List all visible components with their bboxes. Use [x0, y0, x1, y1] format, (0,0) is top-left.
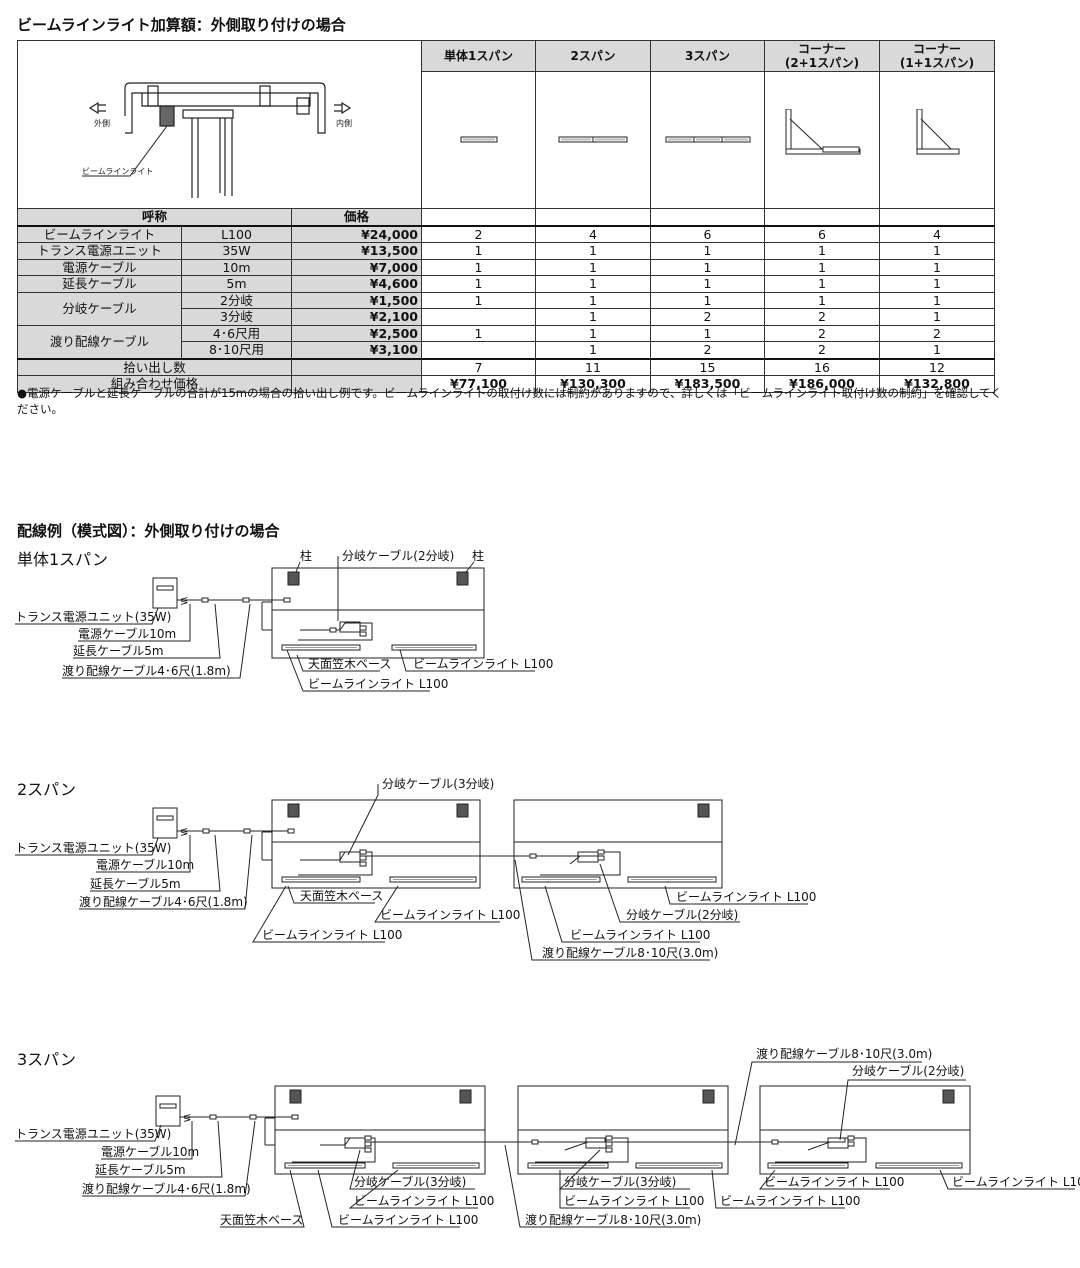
total-0: ¥77,100	[421, 375, 536, 393]
row-size-4: 2分岐	[181, 291, 292, 309]
label-branch2-d1: 分岐ケーブル(2分岐)	[342, 548, 454, 563]
row-price-0: ¥24,000	[291, 224, 422, 243]
diagram-title-2span: 2スパン	[17, 780, 76, 799]
row-price-3: ¥4,600	[291, 275, 422, 293]
cross-section-figure: 外側 内側ビームラインライト	[17, 40, 422, 209]
label-power-d3: 電源ケーブル10m	[101, 1144, 199, 1159]
qty-0-3: 6	[764, 224, 880, 243]
row-name-6: 渡り配線ケーブル	[17, 324, 182, 359]
label-ext-d1: 延長ケーブル5m	[73, 643, 164, 658]
total-4: ¥132,800	[879, 375, 995, 393]
row-price-7: ¥3,100	[291, 341, 422, 359]
header-name: 呼称	[17, 208, 292, 226]
label-cross46-d2: 渡り配線ケーブル4･6尺(1.8m)	[79, 894, 248, 909]
count-label: 拾い出し数	[17, 357, 292, 376]
row-name-4: 分岐ケーブル	[17, 291, 182, 326]
count-price-blank	[291, 357, 422, 376]
section2-title: 配線例（模式図）：外側取り付けの場合	[17, 522, 280, 540]
column-header-2: 3スパン	[650, 40, 765, 72]
label-power-d1: 電源ケーブル10m	[78, 626, 176, 641]
total-price-blank	[291, 375, 422, 393]
label-branch2-d3: 分岐ケーブル(2分岐)	[852, 1063, 964, 1078]
label-cross810-d2: 渡り配線ケーブル8･10尺(3.0m)	[542, 945, 718, 960]
qty-0-2: 6	[650, 224, 765, 243]
label-ext-d3: 延長ケーブル5m	[95, 1162, 186, 1177]
label-pillar-left: 柱	[300, 548, 312, 563]
label-base-d3: 天面笠木ベース	[220, 1212, 303, 1227]
row-name-0: ビームラインライト	[17, 224, 182, 243]
column-header-0: 単体1スパン	[421, 40, 536, 72]
label-inner: 内側	[336, 118, 352, 128]
count-2: 15	[650, 357, 765, 376]
qty-0-4: 4	[879, 224, 995, 243]
row-size-1: 35W	[181, 242, 292, 260]
total-2: ¥183,500	[650, 375, 765, 393]
label-light-d1-b: ビームラインライト L100	[308, 677, 448, 691]
row-name-2: 電源ケーブル	[17, 258, 182, 276]
qty-0-0: 2	[421, 224, 536, 243]
total-label: 組み合わせ価格	[17, 375, 292, 393]
label-pillar-right: 柱	[472, 548, 484, 563]
label-base-d2: 天面笠木ベース	[300, 888, 383, 903]
row-price-1: ¥13,500	[291, 242, 422, 260]
total-1: ¥130,300	[535, 375, 651, 393]
section1-title: ビームラインライト加算額：外側取り付けの場合	[17, 16, 346, 34]
count-4: 12	[879, 357, 995, 376]
label-transformer-d1: トランス電源ユニット(35W)	[15, 610, 171, 624]
label-light-d3-c: ビームラインライト L100	[564, 1194, 704, 1208]
label-light: ビームラインライト	[82, 167, 153, 176]
header-price: 価格	[291, 208, 422, 226]
label-cross810-d3-a: 渡り配線ケーブル8･10尺(3.0m)	[525, 1212, 701, 1227]
label-power-d2: 電源ケーブル10m	[96, 857, 194, 872]
row-size-2: 10m	[181, 258, 292, 276]
row-price-2: ¥7,000	[291, 258, 422, 276]
label-light-d2-d: ビームラインライト L100	[570, 928, 710, 942]
count-1: 11	[535, 357, 651, 376]
label-transformer-d3: トランス電源ユニット(35W)	[15, 1127, 171, 1141]
label-branch3-d3-b: 分岐ケーブル(3分岐)	[564, 1174, 676, 1189]
label-branch2-d2: 分岐ケーブル(2分岐)	[626, 907, 738, 922]
label-light-d2-a: ビームラインライト L100	[380, 908, 520, 922]
span-icon-1	[535, 71, 651, 209]
label-branch3-d2: 分岐ケーブル(3分岐)	[382, 776, 494, 791]
label-cross46-d3: 渡り配線ケーブル4･6尺(1.8m)	[82, 1181, 251, 1196]
label-branch3-d3-a: 分岐ケーブル(3分岐)	[354, 1174, 466, 1189]
label-base-d1: 天面笠木ベース	[308, 656, 391, 671]
column-header-4: コーナー(1+1スパン)	[879, 40, 995, 72]
count-3: 16	[764, 357, 880, 376]
row-price-5: ¥2,100	[291, 308, 422, 326]
label-transformer-d2: トランス電源ユニット(35W)	[15, 841, 171, 855]
span-icon-0	[421, 71, 536, 209]
label-light-d2-c: ビームラインライト L100	[676, 890, 816, 904]
total-3: ¥186,000	[764, 375, 880, 393]
svg-text:≶: ≶	[180, 596, 188, 607]
column-header-1: 2スパン	[535, 40, 651, 72]
label-light-d3-a: ビームラインライト L100	[354, 1194, 494, 1208]
label-light-d3-d: ビームラインライト L100	[720, 1194, 860, 1208]
footnote: ●電源ケーブルと延長ケーブルの合計が15mの場合の拾い出し例です。ビームラインラ…	[17, 386, 1002, 416]
column-header-3: コーナー(2+1スパン)	[764, 40, 880, 72]
label-light-d3-b: ビームラインライト L100	[338, 1213, 478, 1227]
row-size-5: 3分岐	[181, 308, 292, 326]
diagram-title-3span: 3スパン	[17, 1050, 76, 1069]
label-light-d3-e: ビームラインライト L100	[764, 1175, 904, 1189]
span-icon-4	[879, 71, 995, 209]
label-light-d2-b: ビームラインライト L100	[262, 928, 402, 942]
label-light-d1-a: ビームラインライト L100	[413, 657, 553, 671]
svg-text:≶: ≶	[180, 827, 188, 838]
row-size-0: L100	[181, 224, 292, 243]
label-cross810-d3-b: 渡り配線ケーブル8･10尺(3.0m)	[756, 1046, 932, 1061]
label-light-d3-f: ビームラインライト L100	[952, 1175, 1080, 1189]
row-size-7: 8･10尺用	[181, 341, 292, 359]
label-ext-d2: 延長ケーブル5m	[90, 876, 181, 891]
span-icon-3	[764, 71, 880, 209]
diagram-title-1span: 単体1スパン	[17, 550, 108, 569]
svg-text:≶: ≶	[183, 1113, 191, 1124]
label-cross46-d1: 渡り配線ケーブル4･6尺(1.8m)	[62, 663, 231, 678]
label-outer: 外側	[94, 118, 110, 128]
